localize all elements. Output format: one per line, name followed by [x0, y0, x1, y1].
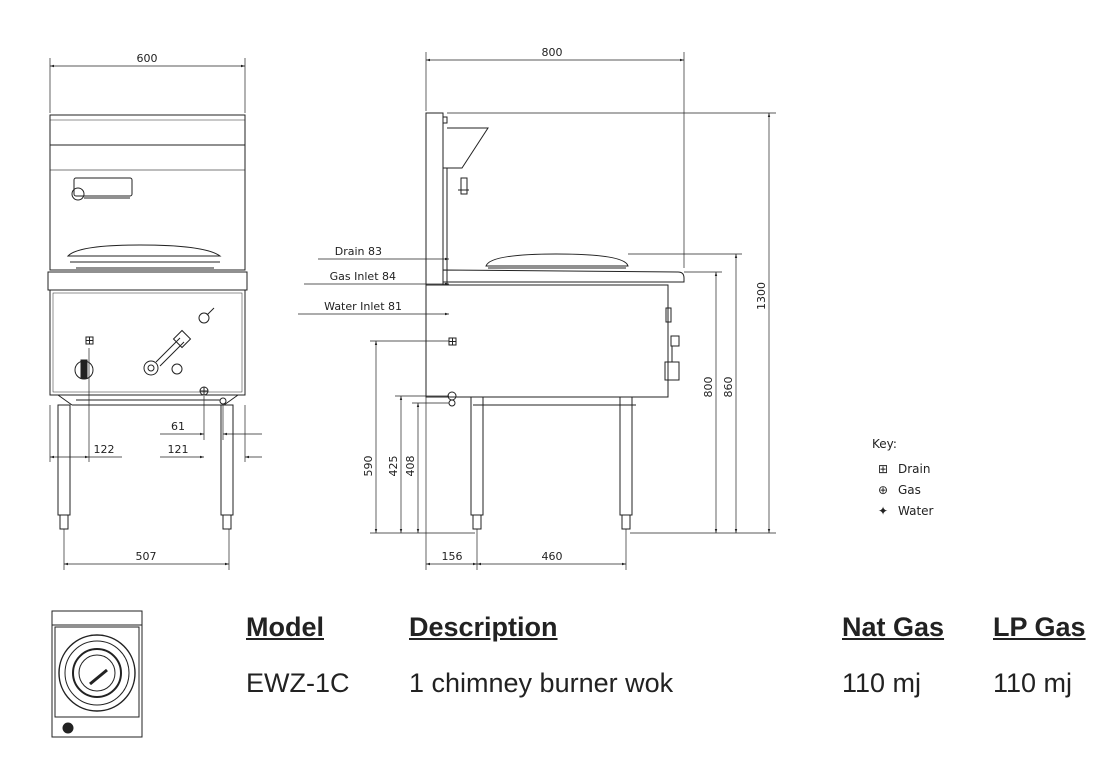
key-title: Key: — [872, 437, 897, 451]
dim-61: 61 — [171, 420, 185, 433]
dim-408: 408 — [404, 456, 417, 477]
header-model: Model — [246, 612, 324, 642]
front-view — [47, 114, 248, 530]
header-description: Description — [409, 612, 558, 642]
cell-nat-gas: 110 mj — [842, 668, 922, 698]
side-dimension-labels: 800 1300 860 800 590 425 408 156 460 Dra… — [324, 46, 768, 563]
header-nat-gas: Nat Gas — [842, 612, 945, 642]
dim-425: 425 — [387, 456, 400, 477]
key-gas-label: Gas — [898, 483, 921, 497]
front-dimensions — [49, 58, 262, 570]
dim-800-depth: 800 — [542, 46, 563, 59]
cell-description: 1 chimney burner wok — [409, 668, 674, 698]
front-dimension-labels: 600 507 122 61 121 — [94, 52, 189, 563]
dim-507: 507 — [136, 550, 157, 563]
dim-156: 156 — [442, 550, 463, 563]
dim-1300: 1300 — [755, 282, 768, 310]
dim-590: 590 — [362, 456, 375, 477]
callout-gas-inlet: Gas Inlet 84 — [330, 270, 396, 283]
callout-drain: Drain 83 — [335, 245, 382, 258]
dim-600: 600 — [137, 52, 158, 65]
side-view — [425, 112, 685, 530]
dim-800-height: 800 — [702, 377, 715, 398]
header-lp-gas: LP Gas — [993, 612, 1086, 642]
key-water-label: Water — [898, 504, 934, 518]
side-dimensions — [298, 52, 776, 570]
cell-model: EWZ-1C — [246, 668, 350, 698]
cell-lp-gas: 110 mj — [993, 668, 1073, 698]
top-view-thumbnail — [51, 610, 143, 738]
key-drain-label: Drain — [898, 462, 930, 476]
dim-122: 122 — [94, 443, 115, 456]
dim-460: 460 — [542, 550, 563, 563]
key-gas-symbol: ⊕ — [878, 483, 888, 497]
callout-water-inlet: Water Inlet 81 — [324, 300, 402, 313]
dim-860: 860 — [722, 377, 735, 398]
key-water-symbol: ✦ — [878, 504, 888, 518]
key-drain-symbol: ⊞ — [878, 462, 888, 476]
dim-121: 121 — [168, 443, 189, 456]
key-legend: Key: ⊞ Drain ⊕ Gas ✦ Water — [872, 437, 934, 518]
